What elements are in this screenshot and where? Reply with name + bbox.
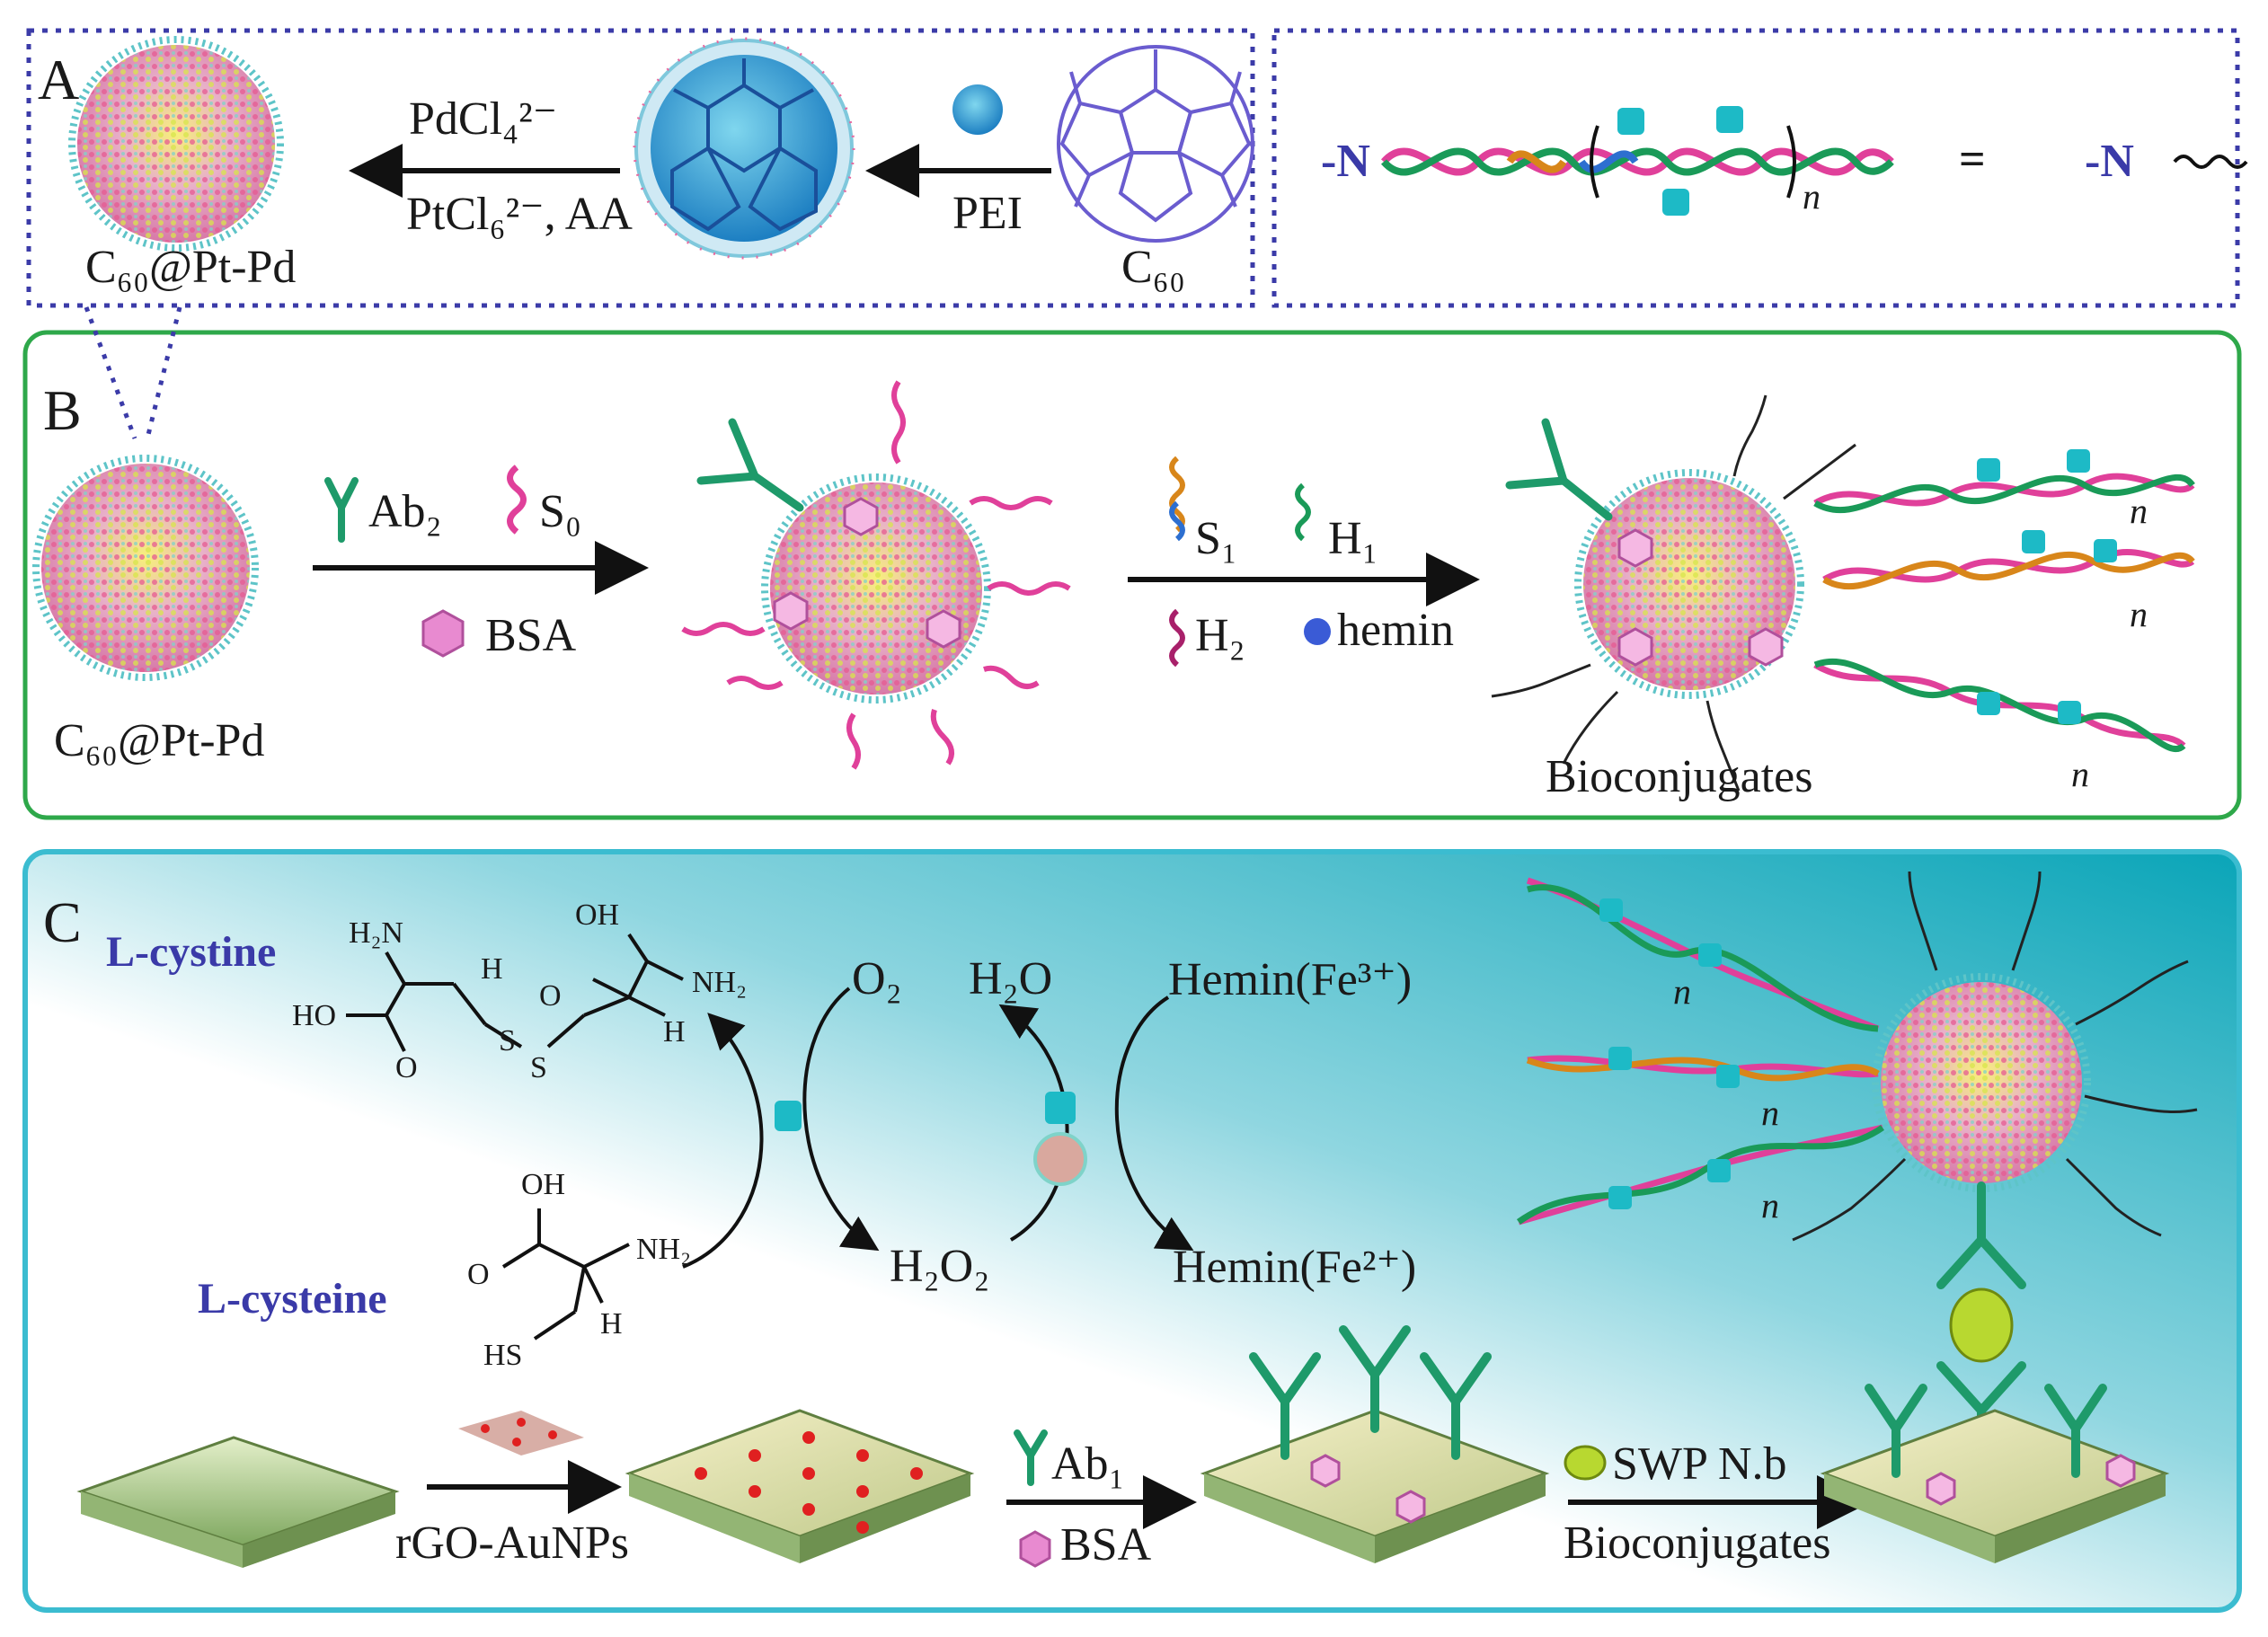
reagent-h1: H₁ — [1328, 513, 1378, 564]
chem-h2n: H₂N — [349, 916, 403, 950]
cycle-arrow-o2-h2o2 — [802, 987, 880, 1252]
reagent-swp-nb: SWP N.b — [1612, 1438, 1787, 1490]
panel-a-box — [26, 28, 1255, 308]
zoom-guide-right — [145, 306, 182, 439]
panel-a-letter: A — [38, 48, 80, 111]
cycle-arrow-hemin — [1114, 995, 1194, 1251]
antibody-ab2-icon — [324, 477, 359, 543]
reagent-bsa-b: BSA — [485, 610, 577, 661]
ab1-electrode — [1200, 1325, 1550, 1563]
label-c60-pt-pd-a: C₆₀@Pt-Pd — [85, 242, 297, 293]
h2-strand-icon — [1169, 608, 1185, 668]
panel-b-box — [22, 330, 2242, 820]
reagent-bsa-c: BSA — [1060, 1519, 1152, 1571]
cycle-arrow-h2o2-h2o — [998, 1004, 1069, 1242]
c60-pt-pd-nanoparticle-b — [32, 455, 259, 681]
panel-c-box — [22, 849, 2242, 1613]
reagent-s0: S₀ — [539, 486, 582, 537]
chem-nh2-2: NH₂ — [636, 1233, 691, 1266]
label-hemin-fe3: Hemin(Fe³⁺) — [1168, 954, 1413, 1005]
reagent-s1: S₁ — [1195, 513, 1238, 564]
bsa-icon-c — [1019, 1530, 1051, 1568]
dna-legend-symbol — [2173, 155, 2248, 169]
label-bioconjugates-b: Bioconjugates — [1546, 751, 1813, 802]
label-c60: C₆₀ — [1121, 242, 1185, 293]
l-cysteine-structure — [501, 1208, 630, 1341]
repeat-n-b1: n — [2130, 491, 2148, 531]
repeat-n-c3: n — [1761, 1185, 1779, 1226]
repeat-n-c1: n — [1673, 971, 1691, 1012]
repeat-n-b3: n — [2071, 754, 2089, 794]
panel-b-letter: B — [43, 378, 82, 442]
hemin-icon — [1304, 618, 1331, 645]
chem-oh-1: OH — [575, 898, 620, 932]
label-bioconjugates-c: Bioconjugates — [1564, 1518, 1831, 1569]
bioconjugate-b — [1491, 394, 2195, 792]
label-h2o: H₂O — [969, 953, 1053, 1004]
swp-nb-icon — [1564, 1445, 1607, 1481]
reagent-pdcl4: PdCl₄²⁻ — [409, 93, 558, 145]
chem-oh-2: OH — [521, 1168, 566, 1201]
cycle-arrow-left-up — [682, 1013, 764, 1269]
zoom-guide-left — [84, 306, 137, 439]
chem-s-1: S — [499, 1024, 516, 1057]
reagent-ptcl6-aa: PtCl₆²⁻, AA — [406, 189, 633, 240]
reagent-ab2: Ab₂ — [368, 486, 442, 537]
repeat-n-b2: n — [2130, 594, 2148, 634]
legend-repeat-n: n — [1803, 176, 1821, 217]
reagent-pei: PEI — [952, 188, 1023, 239]
label-l-cysteine: L-cysteine — [198, 1275, 387, 1323]
pei-bead-icon — [952, 84, 1003, 135]
bare-electrode — [76, 1436, 400, 1568]
s1-strand-icon — [1169, 456, 1185, 533]
c60-pt-pd-nanoparticle-a — [68, 36, 284, 252]
legend-equals: = — [1959, 134, 1986, 185]
label-h2o2: H₂O₂ — [890, 1241, 990, 1292]
repeat-n-c2: n — [1761, 1093, 1779, 1133]
label-hemin-fe2: Hemin(Fe²⁺) — [1173, 1242, 1417, 1293]
pei-c60-particle — [633, 37, 855, 260]
rgo-electrode — [625, 1409, 975, 1563]
nanoparticle-ab2-s0 — [681, 380, 1071, 770]
h1-strand-icon — [1295, 482, 1311, 542]
reagent-hemin: hemin — [1337, 605, 1454, 656]
s0-strand-icon — [507, 465, 527, 535]
panel-c-letter: C — [43, 890, 82, 954]
final-electrode — [1820, 1384, 2170, 1563]
label-rgo-aunps: rGO-AuNPs — [395, 1518, 629, 1569]
chem-h-3: H — [600, 1307, 623, 1341]
l-cystine-structure — [346, 933, 684, 1052]
chem-nh2-1: NH₂ — [692, 966, 747, 999]
bioconjugate-c — [1516, 871, 2198, 1478]
chem-o-1: O — [395, 1051, 418, 1084]
legend-n-left: -N — [1321, 136, 1370, 187]
hemin-bound-icon — [1033, 1132, 1087, 1186]
label-c60-pt-pd-b: C₆₀@Pt-Pd — [54, 715, 265, 766]
bsa-icon — [421, 609, 465, 658]
reagent-h2: H₂ — [1195, 610, 1245, 661]
g-quadruplex-icon-2 — [1045, 1092, 1076, 1124]
chem-o-2: O — [539, 979, 562, 1013]
c60-fullerene-icon — [1057, 45, 1254, 243]
chem-s-2: S — [530, 1051, 547, 1084]
chem-h-1: H — [481, 952, 503, 986]
chem-h-2: H — [663, 1015, 686, 1049]
antibody-ab1-icon — [1014, 1429, 1048, 1486]
label-o2: O₂ — [852, 953, 902, 1004]
chem-ho: HO — [292, 999, 337, 1032]
label-l-cystine: L-cystine — [106, 928, 277, 976]
reagent-ab1: Ab₁ — [1051, 1438, 1125, 1490]
legend-n-right: -N — [2085, 136, 2134, 187]
g-quadruplex-icon-1 — [775, 1101, 802, 1131]
s1-strand-icon-blue — [1169, 500, 1185, 542]
chem-hs: HS — [483, 1339, 523, 1372]
dna-legend-strand — [1380, 106, 1894, 216]
chem-o-3: O — [467, 1258, 490, 1291]
rgo-sheet-icon — [458, 1411, 584, 1456]
